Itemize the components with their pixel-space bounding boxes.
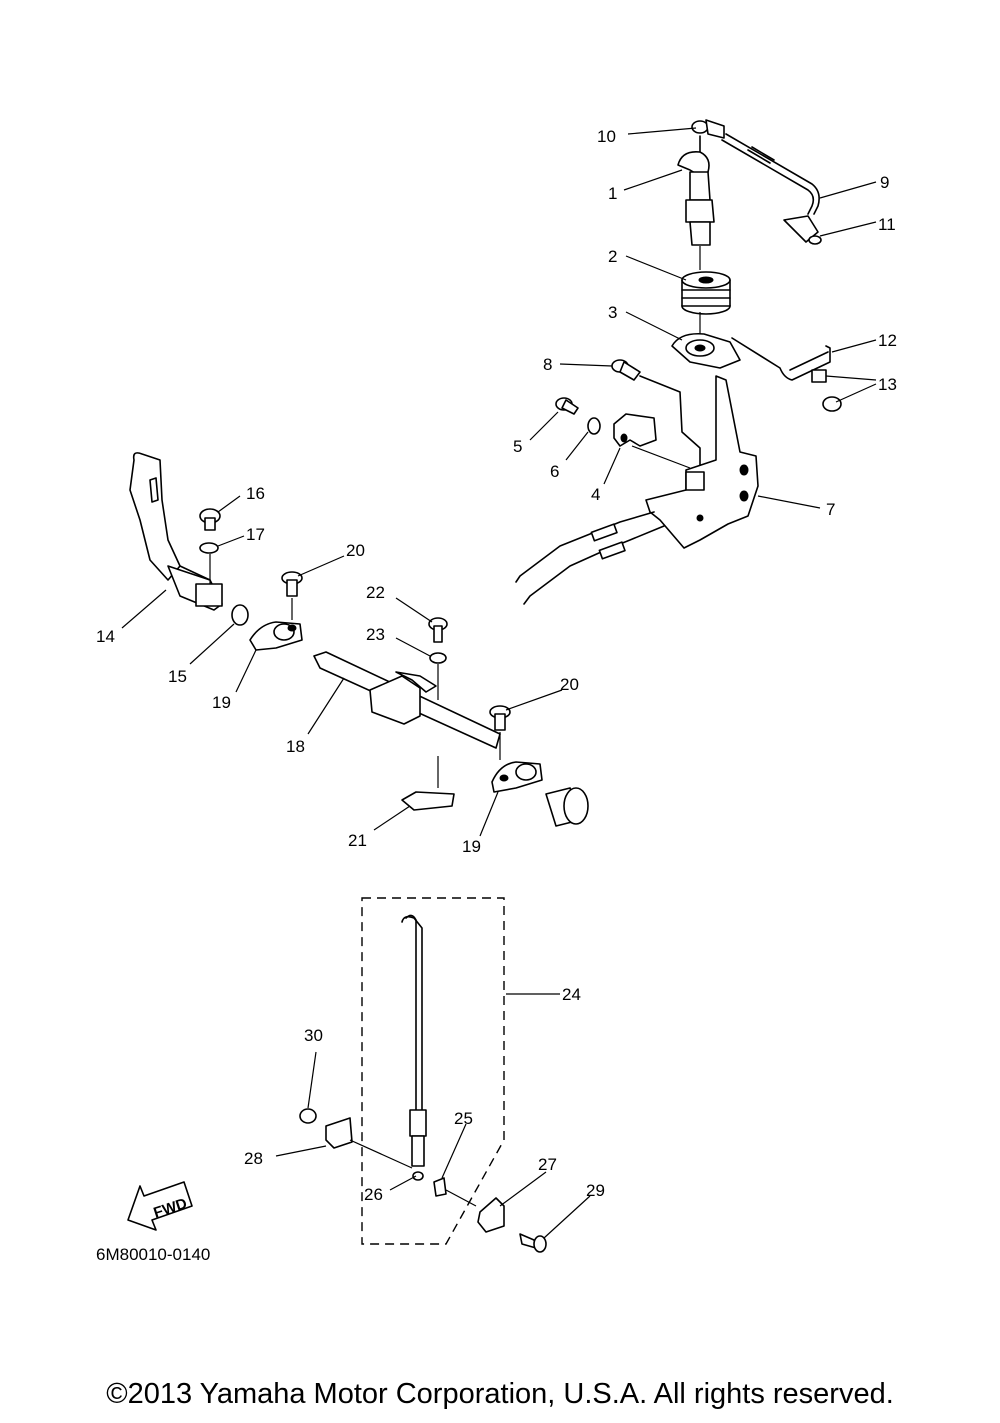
- part-20-bolt-left: [281, 571, 303, 597]
- callout-19-left: 19: [212, 693, 231, 712]
- part-11-clip: [783, 215, 822, 245]
- callout-20-top: 20: [346, 541, 365, 560]
- callout-27: 27: [538, 1155, 557, 1174]
- part-29-screw: [519, 1233, 547, 1253]
- part-6-washer: [587, 417, 601, 435]
- callouts: 10 1 9 11 2 3 12 8 13 5 6 4 7 16 17 20 2…: [96, 127, 897, 1204]
- part-10-clip: [691, 119, 725, 139]
- part-25-pin: [433, 1177, 447, 1197]
- part-27-bracket: [477, 1197, 505, 1233]
- figure-code: 6M80010-0140: [96, 1245, 210, 1264]
- part-23-washer: [429, 652, 447, 664]
- callout-3: 3: [608, 303, 617, 322]
- callout-5: 5: [513, 437, 522, 456]
- control-cables: [515, 511, 665, 605]
- part-13-clips: [811, 369, 842, 412]
- cap: [545, 787, 589, 827]
- assembly-line: [631, 445, 691, 469]
- part-18-shaft: [313, 651, 501, 749]
- callout-25: 25: [454, 1109, 473, 1128]
- part-8-screw: [611, 359, 641, 381]
- copyright-notice: ©2013 Yamaha Motor Corporation, U.S.A. A…: [106, 1378, 894, 1410]
- part-20-bolt-right: [489, 705, 511, 731]
- callout-12: 12: [878, 331, 897, 350]
- part-28-clip: [325, 1117, 353, 1149]
- part-4-bracket: [613, 413, 657, 447]
- part-2-spool: [681, 271, 731, 315]
- callout-1: 1: [608, 184, 617, 203]
- leader-lines: [121, 127, 877, 1239]
- callout-22: 22: [366, 583, 385, 602]
- part-22-bolt: [428, 617, 448, 643]
- callout-4: 4: [591, 485, 600, 504]
- assembly-line: [445, 1189, 477, 1207]
- callout-16: 16: [246, 484, 265, 503]
- callout-6: 6: [550, 462, 559, 481]
- shift-rod: [401, 914, 427, 1181]
- callout-26: 26: [364, 1185, 383, 1204]
- assembly-line: [349, 1139, 413, 1169]
- part-16-screw: [199, 508, 221, 531]
- part-19-bushing-right: [491, 761, 543, 793]
- callout-2: 2: [608, 247, 617, 266]
- callout-15: 15: [168, 667, 187, 686]
- callout-14: 14: [96, 627, 115, 646]
- callout-7: 7: [826, 500, 835, 519]
- part-5-screw: [555, 397, 579, 415]
- part-7-bracket: [645, 375, 759, 549]
- callout-11: 11: [878, 215, 896, 234]
- part-12-link: [731, 337, 831, 381]
- callout-13: 13: [878, 375, 897, 394]
- part-24-enclosure: [361, 897, 505, 1245]
- callout-8: 8: [543, 355, 552, 374]
- part-14-handle: [129, 452, 223, 611]
- callout-29: 29: [586, 1181, 605, 1200]
- callout-21: 21: [348, 831, 367, 850]
- callout-20-right: 20: [560, 675, 579, 694]
- part-17-washer: [199, 542, 219, 554]
- part-9-rod: [721, 133, 820, 215]
- callout-24: 24: [562, 985, 581, 1004]
- callout-17: 17: [246, 525, 265, 544]
- part-30-nut: [299, 1108, 317, 1124]
- part-1-lever: [677, 135, 715, 246]
- callout-28: 28: [244, 1149, 263, 1168]
- callout-10: 10: [597, 127, 616, 146]
- part-15-oring: [231, 604, 249, 626]
- callout-18: 18: [286, 737, 305, 756]
- assembly-line: [639, 375, 701, 471]
- callout-23: 23: [366, 625, 385, 644]
- callout-9: 9: [880, 173, 889, 192]
- fwd-arrow-icon: FWD: [127, 1181, 193, 1231]
- part-3-plate: [671, 332, 741, 369]
- callout-19-right: 19: [462, 837, 481, 856]
- callout-30: 30: [304, 1026, 323, 1045]
- part-19-bushing-left: [249, 621, 303, 651]
- part-21-plate: [401, 791, 455, 811]
